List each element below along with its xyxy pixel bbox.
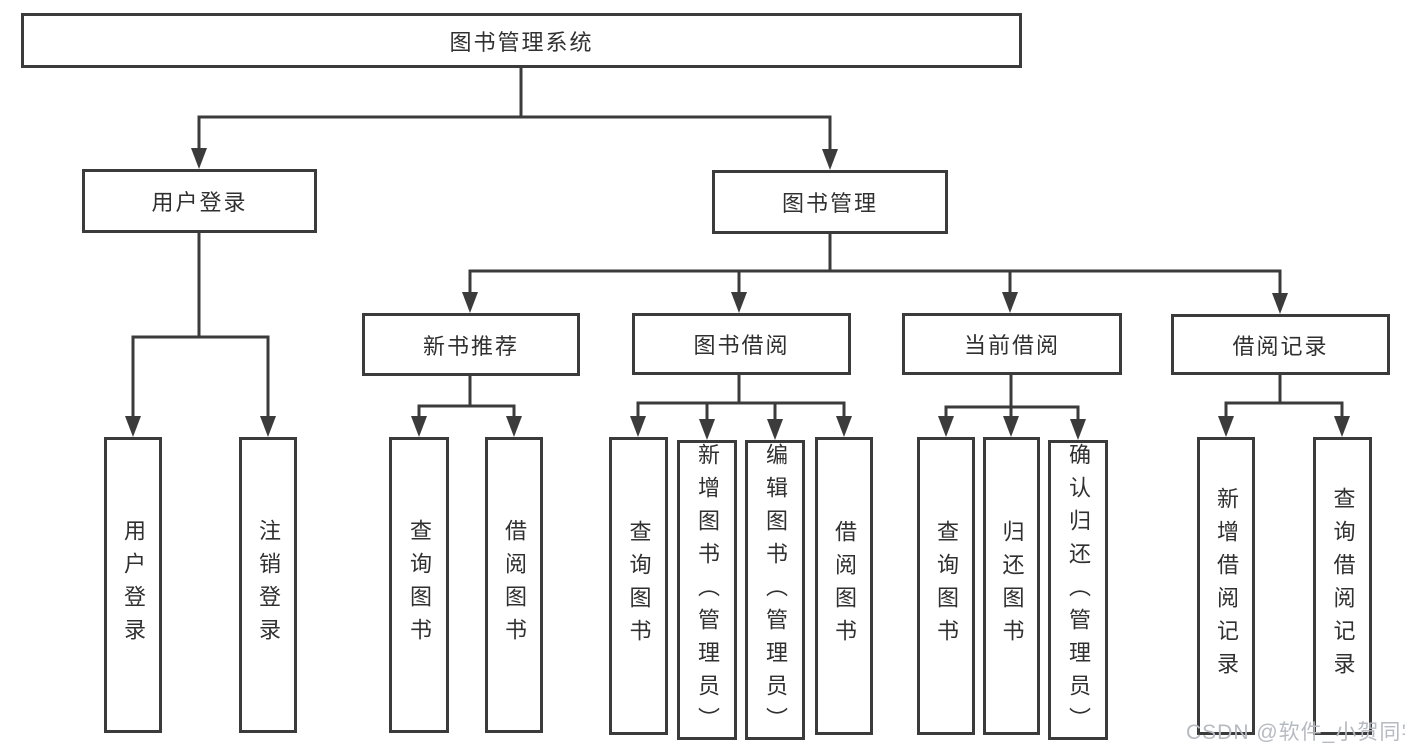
node-borrowing-records: 借阅记录 — [1171, 314, 1390, 375]
leaf-logout-login: 注销登录 — [239, 437, 297, 733]
node-current-borrowing: 当前借阅 — [902, 313, 1122, 375]
node-new-book-recommend: 新书推荐 — [362, 313, 580, 376]
leaf-query-books-borrowing: 查询图书 — [609, 437, 668, 735]
leaf-borrow-books-recommend: 借阅图书 — [485, 437, 543, 733]
leaf-user-login: 用户登录 — [104, 437, 162, 733]
leaf-return-books: 归还图书 — [983, 437, 1040, 735]
watermark: CSDN @软件_小贺同学 — [1186, 721, 1405, 744]
node-user-login: 用户登录 — [82, 169, 317, 233]
leaf-confirm-return-admin: 确认归还（管理员） — [1048, 440, 1108, 740]
leaf-add-borrow-record: 新增借阅记录 — [1197, 437, 1255, 735]
leaf-add-books-admin: 新增图书（管理员） — [677, 440, 737, 740]
leaf-query-books-current: 查询图书 — [917, 437, 975, 735]
node-library-management-system: 图书管理系统 — [21, 13, 1022, 68]
leaf-query-books-recommend: 查询图书 — [389, 437, 449, 733]
leaf-query-borrow-record: 查询借阅记录 — [1313, 437, 1372, 735]
node-book-management: 图书管理 — [712, 170, 948, 234]
node-book-borrowing: 图书借阅 — [632, 313, 851, 375]
leaf-edit-books-admin: 编辑图书（管理员） — [745, 440, 805, 740]
leaf-borrow-books-borrowing: 借阅图书 — [815, 437, 873, 735]
